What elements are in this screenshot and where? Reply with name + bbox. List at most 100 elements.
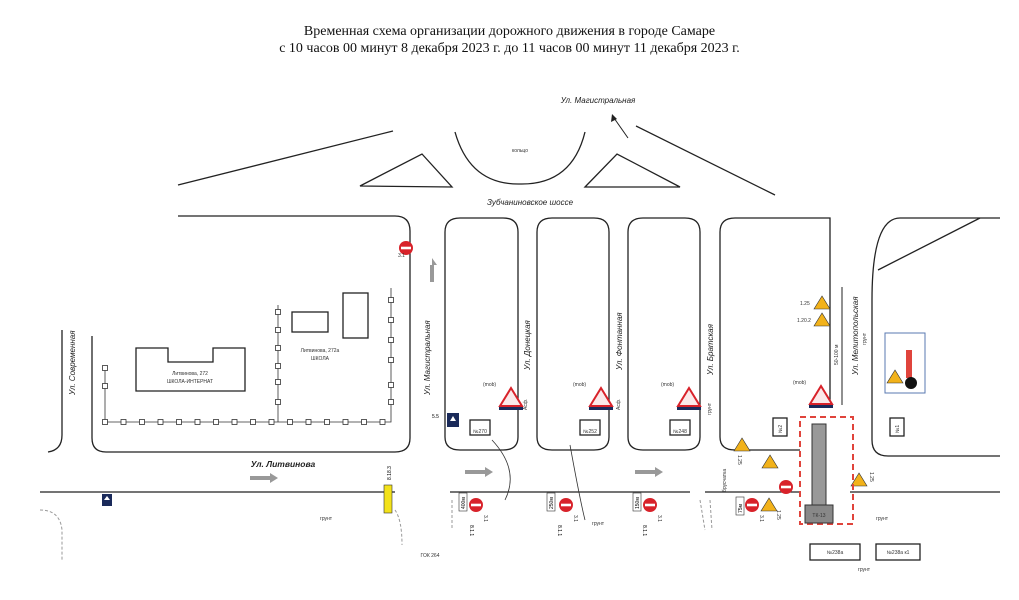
temporary-sign-icon xyxy=(808,384,834,405)
sign-number: 3.1 xyxy=(482,515,488,522)
road-works-sign-icon xyxy=(813,295,831,310)
sign-number: 1.25 xyxy=(868,472,874,482)
svg-text:250м: 250м xyxy=(549,497,555,509)
building-272 xyxy=(135,347,246,392)
traffic-direction-arrows xyxy=(250,258,663,483)
svg-text:150м: 150м xyxy=(635,497,641,509)
no-entry-signs xyxy=(399,241,793,512)
mobile-sign-label: (mob) xyxy=(793,380,806,386)
svg-text:ШКОЛА: ШКОЛА xyxy=(311,356,330,362)
fence-post xyxy=(388,382,394,388)
svg-text:Асф.: Асф. xyxy=(616,399,622,410)
sign-number: 3.1 xyxy=(398,253,405,259)
scheme-title: Временная схема организации дорожного дв… xyxy=(303,24,716,39)
sign-number: 1.25 xyxy=(736,455,742,465)
fence-post xyxy=(250,419,256,425)
fence-post xyxy=(268,419,275,425)
fence-post xyxy=(102,383,108,389)
svg-text:5.5: 5.5 xyxy=(432,414,439,420)
school-block xyxy=(91,215,411,453)
svg-text:грунт: грунт xyxy=(862,332,868,345)
temporary-sign-icon xyxy=(676,386,702,407)
svg-text:Асф.: Асф. xyxy=(523,399,529,410)
sign-number: 1.25 xyxy=(775,510,781,520)
fence-post xyxy=(361,419,367,425)
direction-arrow xyxy=(613,117,629,139)
temporary-sign-icon xyxy=(498,386,524,407)
fence-post xyxy=(388,297,394,303)
fence-post xyxy=(139,419,145,425)
sign-number: 3.1 xyxy=(572,515,578,522)
fence-post xyxy=(379,419,386,425)
sign-number: 1.20.2 xyxy=(797,318,811,324)
fence xyxy=(104,288,392,423)
svg-text:Ул. Братская: Ул. Братская xyxy=(706,323,715,376)
svg-text:№2: №2 xyxy=(778,425,784,433)
fence-post xyxy=(388,399,394,405)
house-number: №270 xyxy=(473,429,487,435)
fence-post xyxy=(275,399,281,405)
mobile-sign-label: (mob) xyxy=(661,382,674,388)
svg-text:400м: 400м xyxy=(461,497,467,509)
svg-text:№238а к1: №238а к1 xyxy=(887,550,910,556)
svg-text:Ул. Магистральная: Ул. Магистральная xyxy=(423,320,432,396)
svg-text:ШКОЛА-ИНТЕРНАТ: ШКОЛА-ИНТЕРНАТ xyxy=(167,379,213,385)
road-works-signs xyxy=(498,295,904,512)
svg-text:8.1.1: 8.1.1 xyxy=(468,525,474,536)
street-label: Зубчаниновское шоссе xyxy=(487,198,574,207)
svg-text:8.1.1: 8.1.1 xyxy=(641,525,647,536)
work-zone: ТК-13 50-100 м брусчатка xyxy=(722,287,926,525)
fence-post xyxy=(157,419,164,425)
sign-number-labels: 3.1 3.1 3.1 3.1 3.1 1.25 1.25 1.25 1.25 … xyxy=(398,253,874,522)
fence-post xyxy=(275,363,281,369)
sign-number: 1.25 xyxy=(800,301,810,307)
fence-post xyxy=(231,419,238,425)
temporary-sign-icon xyxy=(588,386,614,407)
road-works-sign-icon xyxy=(760,497,778,512)
fence-post xyxy=(275,379,281,385)
fence-posts xyxy=(102,297,394,425)
house-number: №248 xyxy=(673,429,687,435)
svg-text:грунт: грунт xyxy=(320,516,333,522)
fence-post xyxy=(388,337,394,343)
fence-post xyxy=(275,327,281,333)
yellow-sign-8-18 xyxy=(383,484,393,514)
road-works-sign-icon xyxy=(733,437,751,452)
fence-post xyxy=(305,419,312,425)
street-label: Ул. Современная xyxy=(68,330,77,396)
road-works-sign-icon xyxy=(813,312,831,327)
svg-text:Ул. Донецкая: Ул. Донецкая xyxy=(523,319,532,371)
svg-text:грунт: грунт xyxy=(707,402,713,415)
fence-post xyxy=(287,419,293,425)
svg-text:№1: №1 xyxy=(895,425,901,433)
svg-text:грунт: грунт xyxy=(876,516,889,522)
mobile-sign-label: (mob) xyxy=(483,382,496,388)
fence-post xyxy=(176,419,182,425)
distance-plates: 400м 250м 150м 75м 8.1.1 8.1.1 8.1.1 8.1… xyxy=(102,413,745,536)
svg-text:брусчатка: брусчатка xyxy=(722,469,728,492)
ring-label: кольцо xyxy=(512,148,528,154)
street-label: Ул. Магистральная xyxy=(560,96,636,105)
svg-text:8.1.1: 8.1.1 xyxy=(556,525,562,536)
road-works-sign-icon xyxy=(761,454,779,469)
scheme-period: с 10 часов 00 минут 8 декабря 2023 г. до… xyxy=(279,41,740,56)
svg-text:Литвинова, 272: Литвинова, 272 xyxy=(172,371,208,377)
mobile-sign-label: (mob) xyxy=(573,382,586,388)
road-works-sign-icon xyxy=(850,472,868,487)
street-label: Ул. Литвинова xyxy=(251,459,316,469)
svg-text:грунт: грунт xyxy=(858,567,871,573)
svg-text:ГОК 264: ГОК 264 xyxy=(421,553,440,559)
svg-text:№238а: №238а xyxy=(827,550,844,556)
svg-text:50-100 м: 50-100 м xyxy=(834,344,840,365)
fence-post xyxy=(324,419,330,425)
fence-post xyxy=(342,419,349,425)
svg-text:8.18.3: 8.18.3 xyxy=(387,466,393,480)
svg-text:Ул. Фонтанная: Ул. Фонтанная xyxy=(615,312,624,371)
fence-post xyxy=(388,317,394,323)
house-number: №252 xyxy=(583,429,597,435)
svg-text:грунт: грунт xyxy=(592,521,605,527)
fence-post xyxy=(275,309,281,315)
sign-number: 3.1 xyxy=(656,515,662,522)
svg-text:Литвинова, 272а: Литвинова, 272а xyxy=(301,348,340,354)
